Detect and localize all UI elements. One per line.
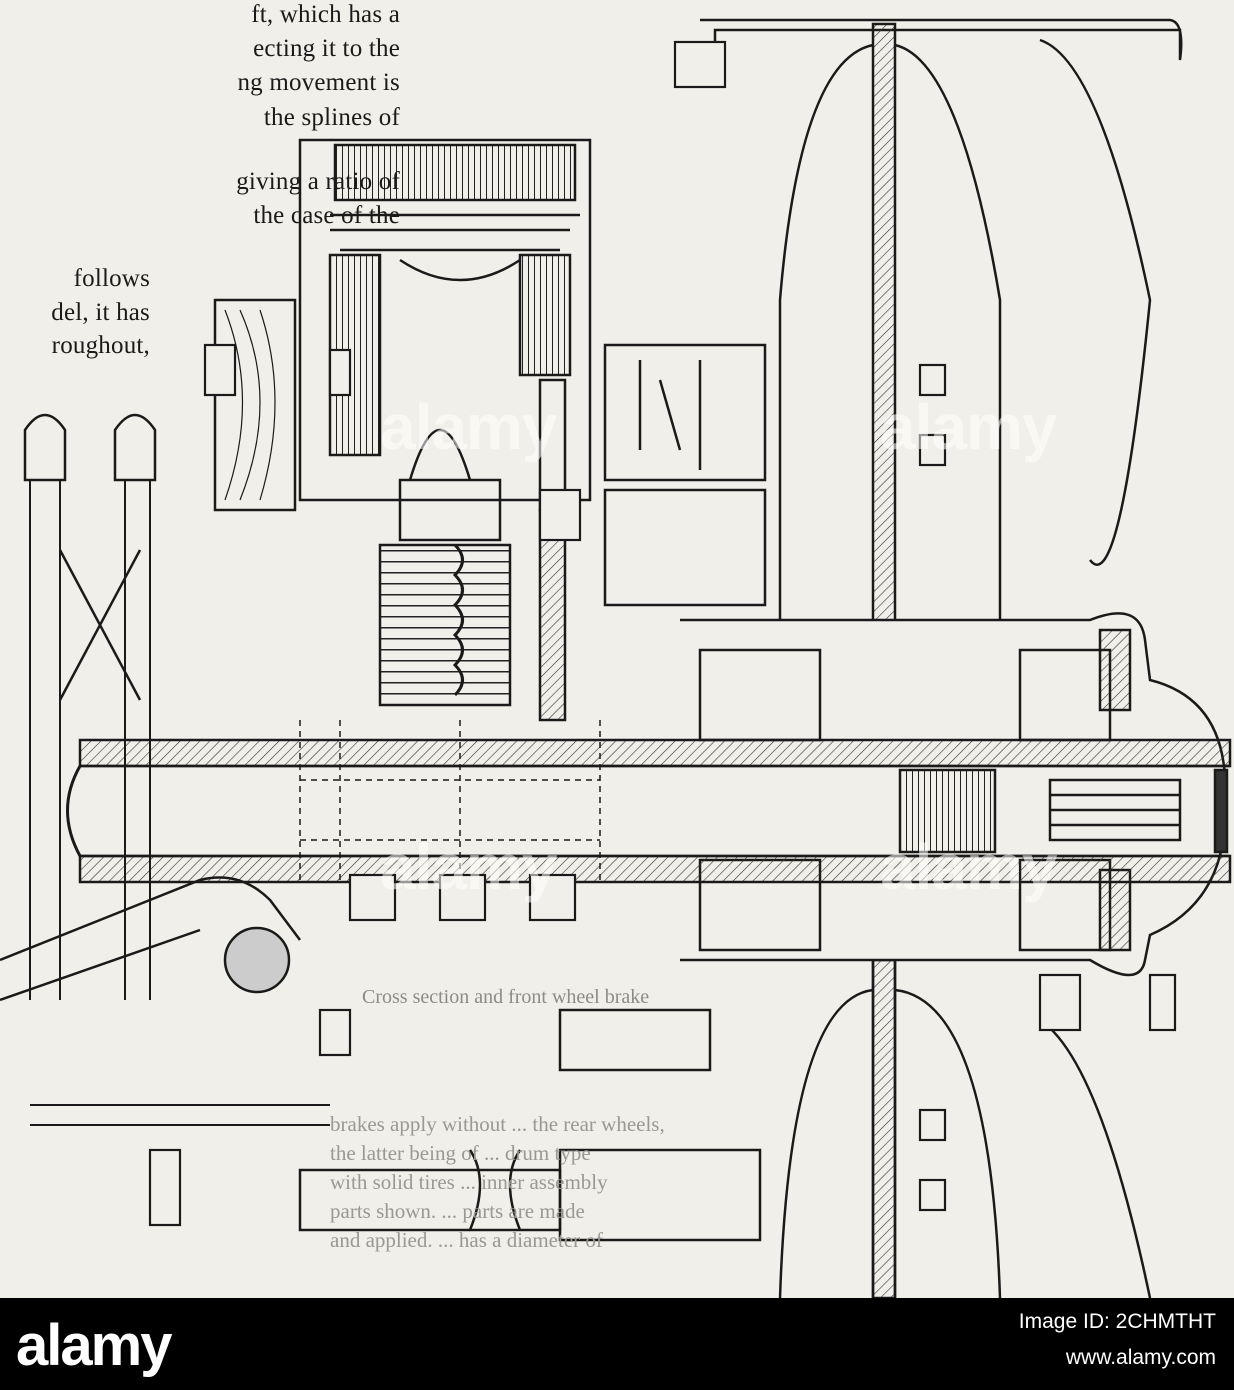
stock-footer-bar: alamy Image ID: 2CHMTHT www.alamy.com [0,1298,1234,1390]
text-line: the latter being of ... drum type [330,1141,591,1165]
bolts [148,40,1177,1227]
text-line: roughout, [51,332,150,359]
text-line: giving a ratio of [236,168,400,195]
engineering-drawing [0,18,1232,1298]
text-line: ft, which has a [251,1,400,28]
bolt-circle [223,926,291,994]
text-line: and applied. ... has a diameter of [330,1228,603,1252]
axle-shaft-bottom [78,854,1232,884]
wheel-rim-top [700,18,1183,61]
image-id-label: Image ID: 2CHMTHT [1018,1310,1216,1333]
text-line: the case of the [253,202,400,229]
text-line: brakes apply without ... the rear wheels… [330,1112,665,1136]
figure-caption: Cross section and front wheel brake [362,986,650,1008]
text-line: the splines of [263,104,400,131]
alamy-logo[interactable]: alamy [16,1313,172,1378]
spline-section [898,768,997,854]
text-line: del, it has [51,299,150,326]
background-text: brakes apply without ... the rear wheels… [330,1110,1010,1255]
text-line: parts shown. ... parts are made [330,1199,585,1223]
gear-teeth-top [333,143,577,202]
text-line: ecting it to the [253,35,400,62]
wood-block [213,298,297,512]
axle-shaft-top [78,738,1232,768]
document-page: ft, which has a ecting it to the ng move… [0,1,1232,1298]
site-url-link[interactable]: www.alamy.com [1065,1346,1216,1369]
text-line: ng movement is [237,69,400,96]
text-line: follows [73,265,150,292]
spring-stack [378,543,512,707]
wheel-web [871,22,897,716]
text-line: with solid tires ... inner assembly [330,1170,608,1194]
brake-drum-housing [298,138,592,502]
